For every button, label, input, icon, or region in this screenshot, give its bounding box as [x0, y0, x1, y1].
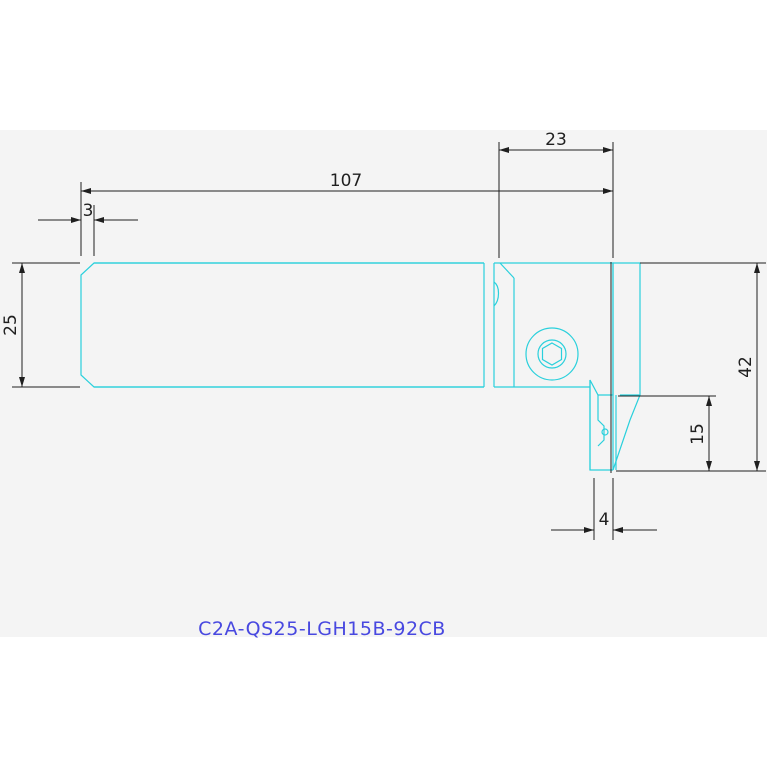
head-outline [494, 262, 614, 471]
extension-lines [12, 142, 766, 540]
clamp-notch [493, 281, 500, 307]
shank-outline [80, 262, 484, 388]
insert-pin [601, 428, 609, 436]
screw-outer [525, 327, 579, 381]
part-number-label: C2A-QS25-LGH15B-92CB [198, 618, 446, 640]
dim-42-label: 42 [736, 356, 756, 378]
drawing-area [0, 130, 767, 637]
head-inner-top [499, 262, 515, 279]
dim-23-label: 23 [545, 130, 567, 150]
dim-4-label: 4 [599, 510, 610, 530]
dimension-lines [19, 147, 760, 533]
dim-15-label: 15 [688, 423, 708, 445]
support-blade [612, 262, 641, 471]
dim-107-label: 107 [330, 171, 362, 191]
tool-outline [80, 262, 641, 471]
insert-pocket [597, 395, 605, 447]
dim-3-label: 3 [83, 201, 94, 221]
screw-hex [541, 342, 563, 366]
screw-inner [537, 339, 567, 369]
dim-25-label: 25 [1, 314, 21, 336]
